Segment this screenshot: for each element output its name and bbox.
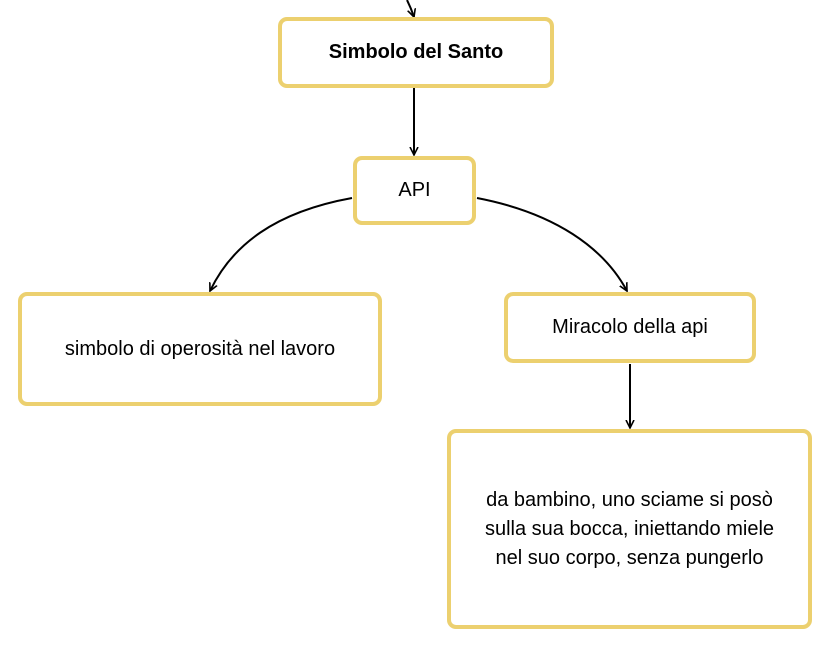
descrizione-line-1: da bambino, uno sciame si posò [486, 488, 773, 511]
node-api-label: API [398, 179, 431, 201]
edge-api-to-miracolo [476, 197, 628, 291]
node-descrizione-miracolo: da bambino, uno sciame si posò sulla sua… [447, 429, 812, 629]
node-simbolo-label: Simbolo del Santo [328, 41, 504, 63]
node-descrizione-text: da bambino, uno sciame si posò sulla sua… [485, 486, 774, 573]
edge-api-to-operosita [210, 197, 353, 291]
descrizione-line-2: sulla sua bocca, iniettando miele [484, 517, 775, 540]
node-miracolo-label: Miracolo della api [552, 316, 708, 338]
descrizione-line-3: nel suo corpo, senza pungerlo [495, 546, 764, 569]
node-miracolo-della-api: Miracolo della api [504, 292, 756, 363]
node-operosita-label: simbolo di operosità nel lavoro [64, 337, 336, 360]
node-simbolo-del-santo: Simbolo del Santo [278, 17, 554, 88]
node-api: API [353, 156, 476, 225]
node-operosita: simbolo di operosità nel lavoro [18, 292, 382, 406]
edge-top-to-simbolo [406, 0, 414, 17]
